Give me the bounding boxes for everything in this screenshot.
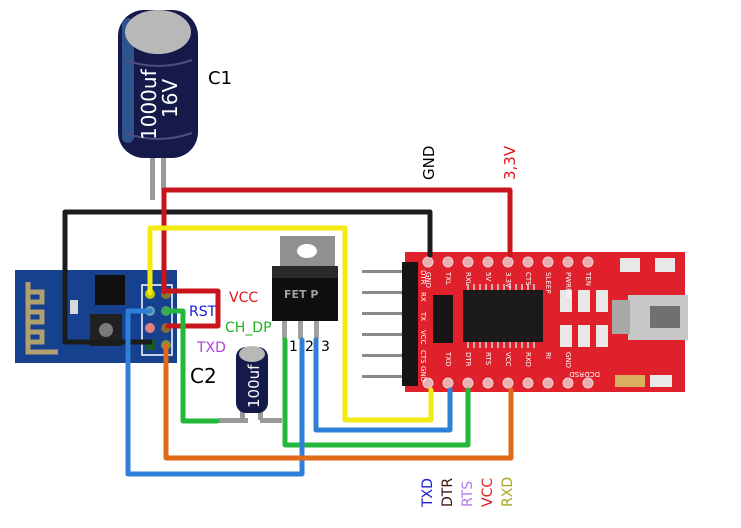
wire-rxd-orange [163,343,514,461]
ftdi-bottom-pin-txd: TXD [444,351,452,366]
wire-fet3-dtr-blue [313,337,453,433]
ftdi-pwren-label: PWREN [564,272,572,298]
ftdi-top-pin-gnd: GND [424,272,432,288]
wire-gpio2-fet2-blue [125,308,305,477]
v33-label: 3,3V [501,145,519,180]
wire-yellow [147,225,434,423]
ftdi-side-pin-cts: CTS [419,350,427,364]
bottom-label-txd: TXD [420,478,436,508]
capacitor-c1: 1000uf 16V [118,10,198,200]
capacitor-c2: 100uf [218,346,282,423]
bottom-label-vcc: VCC [480,478,496,507]
ftdi-bottom-pin-ri: RI [544,352,552,359]
c1-voltage-label: 16V [158,79,182,118]
ftdi-top-pin-txl: TXL [444,271,452,285]
esp-pin-gpio0 [145,323,155,333]
esp-rst-label: RST [189,304,217,320]
ftdi-bottom-pin-dtr: DTR [464,352,472,367]
ftdi-adapter-board: GND TXL RXL 5V 3.3V CTS SLEEP PWREN TEN … [362,252,688,392]
ftdi-side-pin-rx: RX [419,292,427,302]
wire-3v3-red [161,187,513,295]
ftdi-side-pin-gnd: GND [419,366,427,382]
ftdi-bottom-pin-rts: RTS [484,352,492,366]
c2-value-label: 100uf [245,364,263,408]
c1-value-label: 1000uf [137,68,161,140]
esp01-module [15,270,177,363]
p-fet-transistor: FET P [272,236,338,339]
bottom-label-rts: RTS [460,481,476,507]
fet-pin-2-label: 2 [305,339,314,355]
ftdi-side-pin-dtr: DTR [419,270,427,285]
ftdi-top-pin-rxl: RXL [464,272,472,286]
gnd-label: GND [420,146,438,180]
wire-vcc-chpd-red [165,288,221,329]
ftdi-ten-label: TEN [584,271,592,286]
ftdi-top-pin-cts: CTS [524,272,532,286]
c1-ref-label: C1 [208,68,232,89]
ftdi-top-pin-3v3: 3.3V [504,272,512,288]
ftdi-top-pin-5v: 5V [484,272,492,281]
fet-pin-3-label: 3 [321,339,330,355]
bottom-label-rxd: RXD [500,477,516,507]
ftdi-top-pin-sleep: SLEEP [544,272,552,293]
ftdi-bottom-pin-gnd: GND [564,352,572,368]
ftdi-side-pin-tx: TX [419,311,427,321]
ftdi-side-pin-vcc: VCC [419,330,427,345]
wire-gnd-black [62,209,433,345]
ftdi-bottom-pin-rxd: RXD [524,352,532,367]
wire-rst-green [165,308,220,424]
ftdi-bottom-pin-vcc: VCC [504,352,512,367]
esp-vcc-label: VCC [229,290,258,306]
c2-ref-label: C2 [190,364,217,388]
fet-label: FET P [284,288,318,301]
wire-fet1-rts-green [282,337,471,448]
fet-pin-1-label: 1 [289,339,298,355]
ftdi-rsd-label: RSD [569,370,584,378]
ftdi-dcd-label: DCD [584,370,600,378]
esp-txd-label: TXD [196,340,226,356]
bottom-label-dtr: DTR [440,478,456,507]
esp-pin-txd [145,340,155,350]
esp-chdp-label: CH_DP [225,320,272,336]
